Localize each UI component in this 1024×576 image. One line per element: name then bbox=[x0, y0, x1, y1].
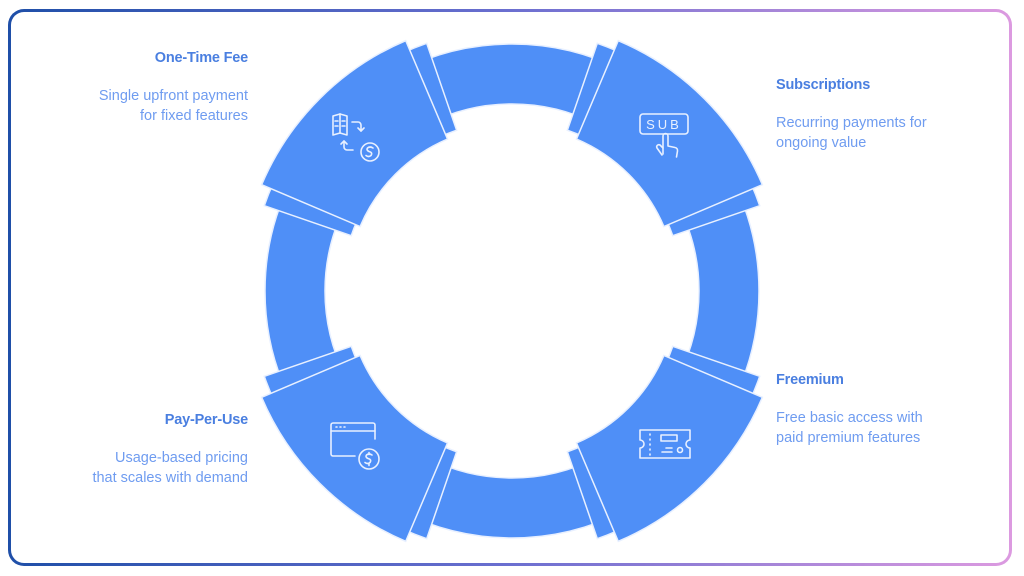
stage-title: Freemium bbox=[776, 372, 844, 388]
svg-text:SUB: SUB bbox=[646, 117, 682, 132]
stage-pay-per-use: Pay-Per-Use Usage-based pricing that sca… bbox=[8, 412, 248, 488]
stage-title: Subscriptions bbox=[776, 77, 871, 93]
stage-description: Recurring payments for ongoing value bbox=[776, 115, 927, 151]
browser-dollar-icon bbox=[330, 422, 380, 470]
ring-segment-one-time-fee bbox=[260, 39, 449, 228]
stage-description: Usage-based pricing that scales with dem… bbox=[92, 450, 248, 486]
stage-title: One-Time Fee bbox=[154, 50, 248, 66]
sub-button-tap-icon: SUB bbox=[639, 113, 689, 158]
stage-freemium: Freemium Free basic access with paid pre… bbox=[776, 372, 1016, 448]
ring-segment-pay-per-use bbox=[260, 354, 449, 543]
stage-subscriptions: Subscriptions Recurring payments for ong… bbox=[776, 77, 1016, 153]
ticket-icon bbox=[639, 429, 691, 459]
stage-title: Pay-Per-Use bbox=[164, 412, 248, 428]
stage-description: Free basic access with paid premium feat… bbox=[776, 410, 923, 446]
stage-description: Single upfront payment for fixed feature… bbox=[98, 88, 248, 124]
book-exchange-dollar-icon bbox=[332, 113, 380, 162]
stage-one-time-fee: One-Time Fee Single upfront payment for … bbox=[8, 50, 248, 126]
